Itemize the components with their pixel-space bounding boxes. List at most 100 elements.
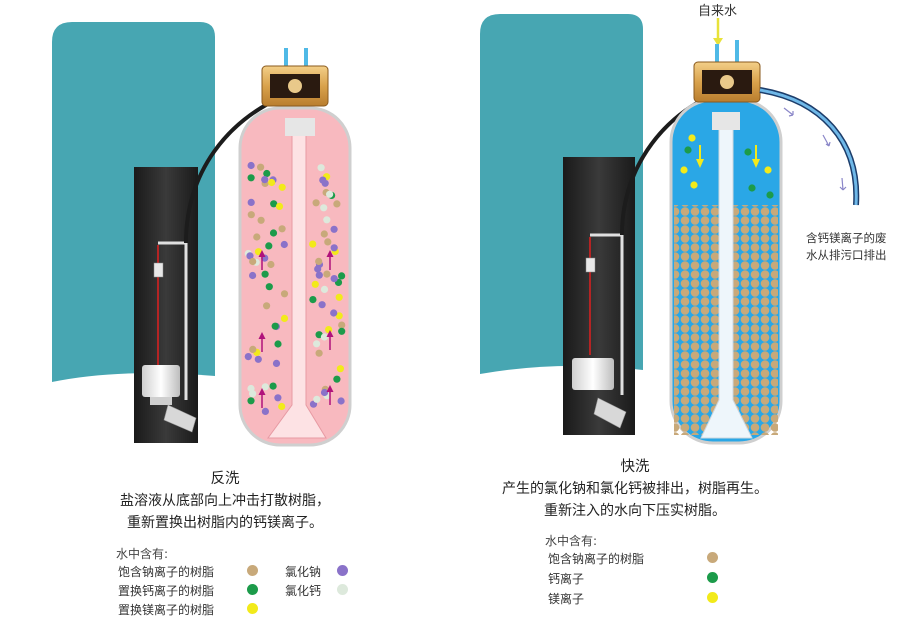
left-particle — [253, 233, 261, 241]
left-particle — [320, 388, 329, 397]
left-desc-line2: 重新置换出树脂内的钙镁离子。 — [127, 515, 323, 531]
left-particle — [315, 349, 323, 357]
left-particle — [333, 200, 341, 208]
left-particle — [269, 229, 278, 237]
left-particle — [319, 176, 327, 184]
right-ion — [744, 148, 752, 156]
left-particle — [280, 240, 288, 249]
left-particle — [261, 270, 269, 278]
left-particle — [309, 296, 317, 304]
left-particle — [313, 340, 321, 348]
left-particle — [309, 240, 317, 248]
right-ion — [688, 134, 696, 142]
left-particle — [338, 327, 346, 335]
left-particle — [318, 301, 326, 309]
right-legend-dot-resin — [707, 552, 718, 563]
left-particle — [247, 397, 255, 405]
left-particle — [244, 353, 252, 361]
upflow-arrow — [326, 385, 334, 405]
left-particle — [265, 242, 273, 250]
left-particle — [280, 290, 289, 298]
left-particle — [326, 190, 334, 198]
left-particle — [336, 365, 344, 373]
left-legend-dot-magnesium — [247, 603, 258, 614]
left-particle — [261, 176, 269, 184]
left-particle — [247, 174, 255, 182]
right-brine-valve — [572, 358, 614, 390]
left-particle — [272, 359, 281, 367]
left-particle — [312, 199, 320, 207]
right-caption: 快洗 产生的氯化钠和氯化钙被排出，树脂再生。 重新注入的水向下压实树脂。 — [460, 456, 810, 522]
left-caption: 反洗 盐溶液从底部向上冲击打散树脂， 重新置换出树脂内的钙镁离子。 — [60, 468, 390, 534]
downflow-arrow — [696, 145, 704, 168]
left-particle — [315, 271, 323, 279]
drain-flow-arrows — [783, 107, 847, 191]
right-ion — [684, 146, 692, 154]
left-particle — [324, 238, 332, 246]
left-particle — [263, 169, 271, 178]
left-legend-dot-nacl — [337, 565, 348, 576]
right-desc-line2: 重新注入的水向下压实树脂。 — [544, 503, 726, 519]
right-ion — [766, 191, 774, 199]
left-control-valve — [261, 48, 329, 107]
left-particle — [330, 275, 338, 283]
right-legend-label-magnesium: 镁离子 — [548, 592, 585, 606]
left-particle — [323, 216, 331, 224]
left-particle — [338, 321, 346, 329]
left-particle — [323, 270, 331, 278]
drain-note-line1: 含钙镁离子的废 — [806, 231, 887, 245]
left-particle — [313, 395, 321, 403]
left-particle — [275, 202, 284, 210]
left-particle — [274, 340, 282, 348]
drain-note-line2: 水从排污口排出 — [806, 248, 887, 262]
left-particle — [320, 285, 329, 293]
right-control-valve — [693, 18, 761, 103]
tap-water-label: 自来水 — [698, 4, 738, 19]
right-ion — [764, 166, 772, 174]
upflow-arrow — [258, 388, 266, 408]
left-panel — [52, 22, 352, 447]
left-legend-label-nacl: 氯化钠 — [285, 565, 322, 579]
right-legend-dot-calcium — [707, 572, 718, 583]
upflow-arrow — [258, 332, 266, 352]
left-legend-header: 水中含有: — [116, 547, 169, 561]
right-ion — [748, 184, 756, 192]
left-particle — [280, 314, 289, 322]
left-particle — [317, 164, 325, 172]
left-particle — [320, 230, 328, 238]
left-particle — [247, 211, 255, 219]
left-particle — [261, 407, 269, 415]
left-particle — [315, 257, 323, 265]
left-particle — [249, 271, 257, 280]
left-legend-label-magnesium: 置换镁离子的树脂 — [118, 603, 215, 617]
right-legend-label-resin: 饱含钠离子的树脂 — [548, 552, 645, 566]
left-particles — [244, 161, 346, 415]
left-particle — [270, 200, 278, 208]
left-desc-line1: 盐溶液从底部向上冲击打散树脂， — [120, 493, 330, 509]
left-particle — [267, 260, 275, 269]
left-particle — [335, 312, 343, 320]
right-ion — [690, 181, 698, 189]
left-particle — [278, 225, 286, 233]
left-legend-dot-cacl2 — [337, 584, 348, 595]
left-particle — [247, 198, 255, 206]
left-particle — [261, 383, 269, 391]
upflow-arrow — [326, 250, 334, 270]
left-title: 反洗 — [210, 471, 240, 487]
right-legend-label-calcium: 钙离子 — [548, 572, 585, 586]
left-legend-label-resin: 饱含钠离子的树脂 — [118, 565, 215, 579]
downflow-arrow — [752, 145, 760, 168]
left-particle — [278, 183, 286, 191]
left-brine-hose — [184, 96, 281, 244]
left-particle — [265, 283, 273, 291]
left-particle — [268, 178, 276, 187]
left-legend-dot-calcium — [247, 584, 258, 595]
left-particle — [257, 163, 265, 171]
left-particle — [249, 257, 257, 266]
left-particle — [271, 322, 279, 330]
left-particle — [337, 397, 345, 405]
left-legend-label-cacl2: 氯化钙 — [285, 584, 322, 598]
upflow-arrow — [258, 250, 266, 270]
left-particle — [278, 402, 286, 411]
